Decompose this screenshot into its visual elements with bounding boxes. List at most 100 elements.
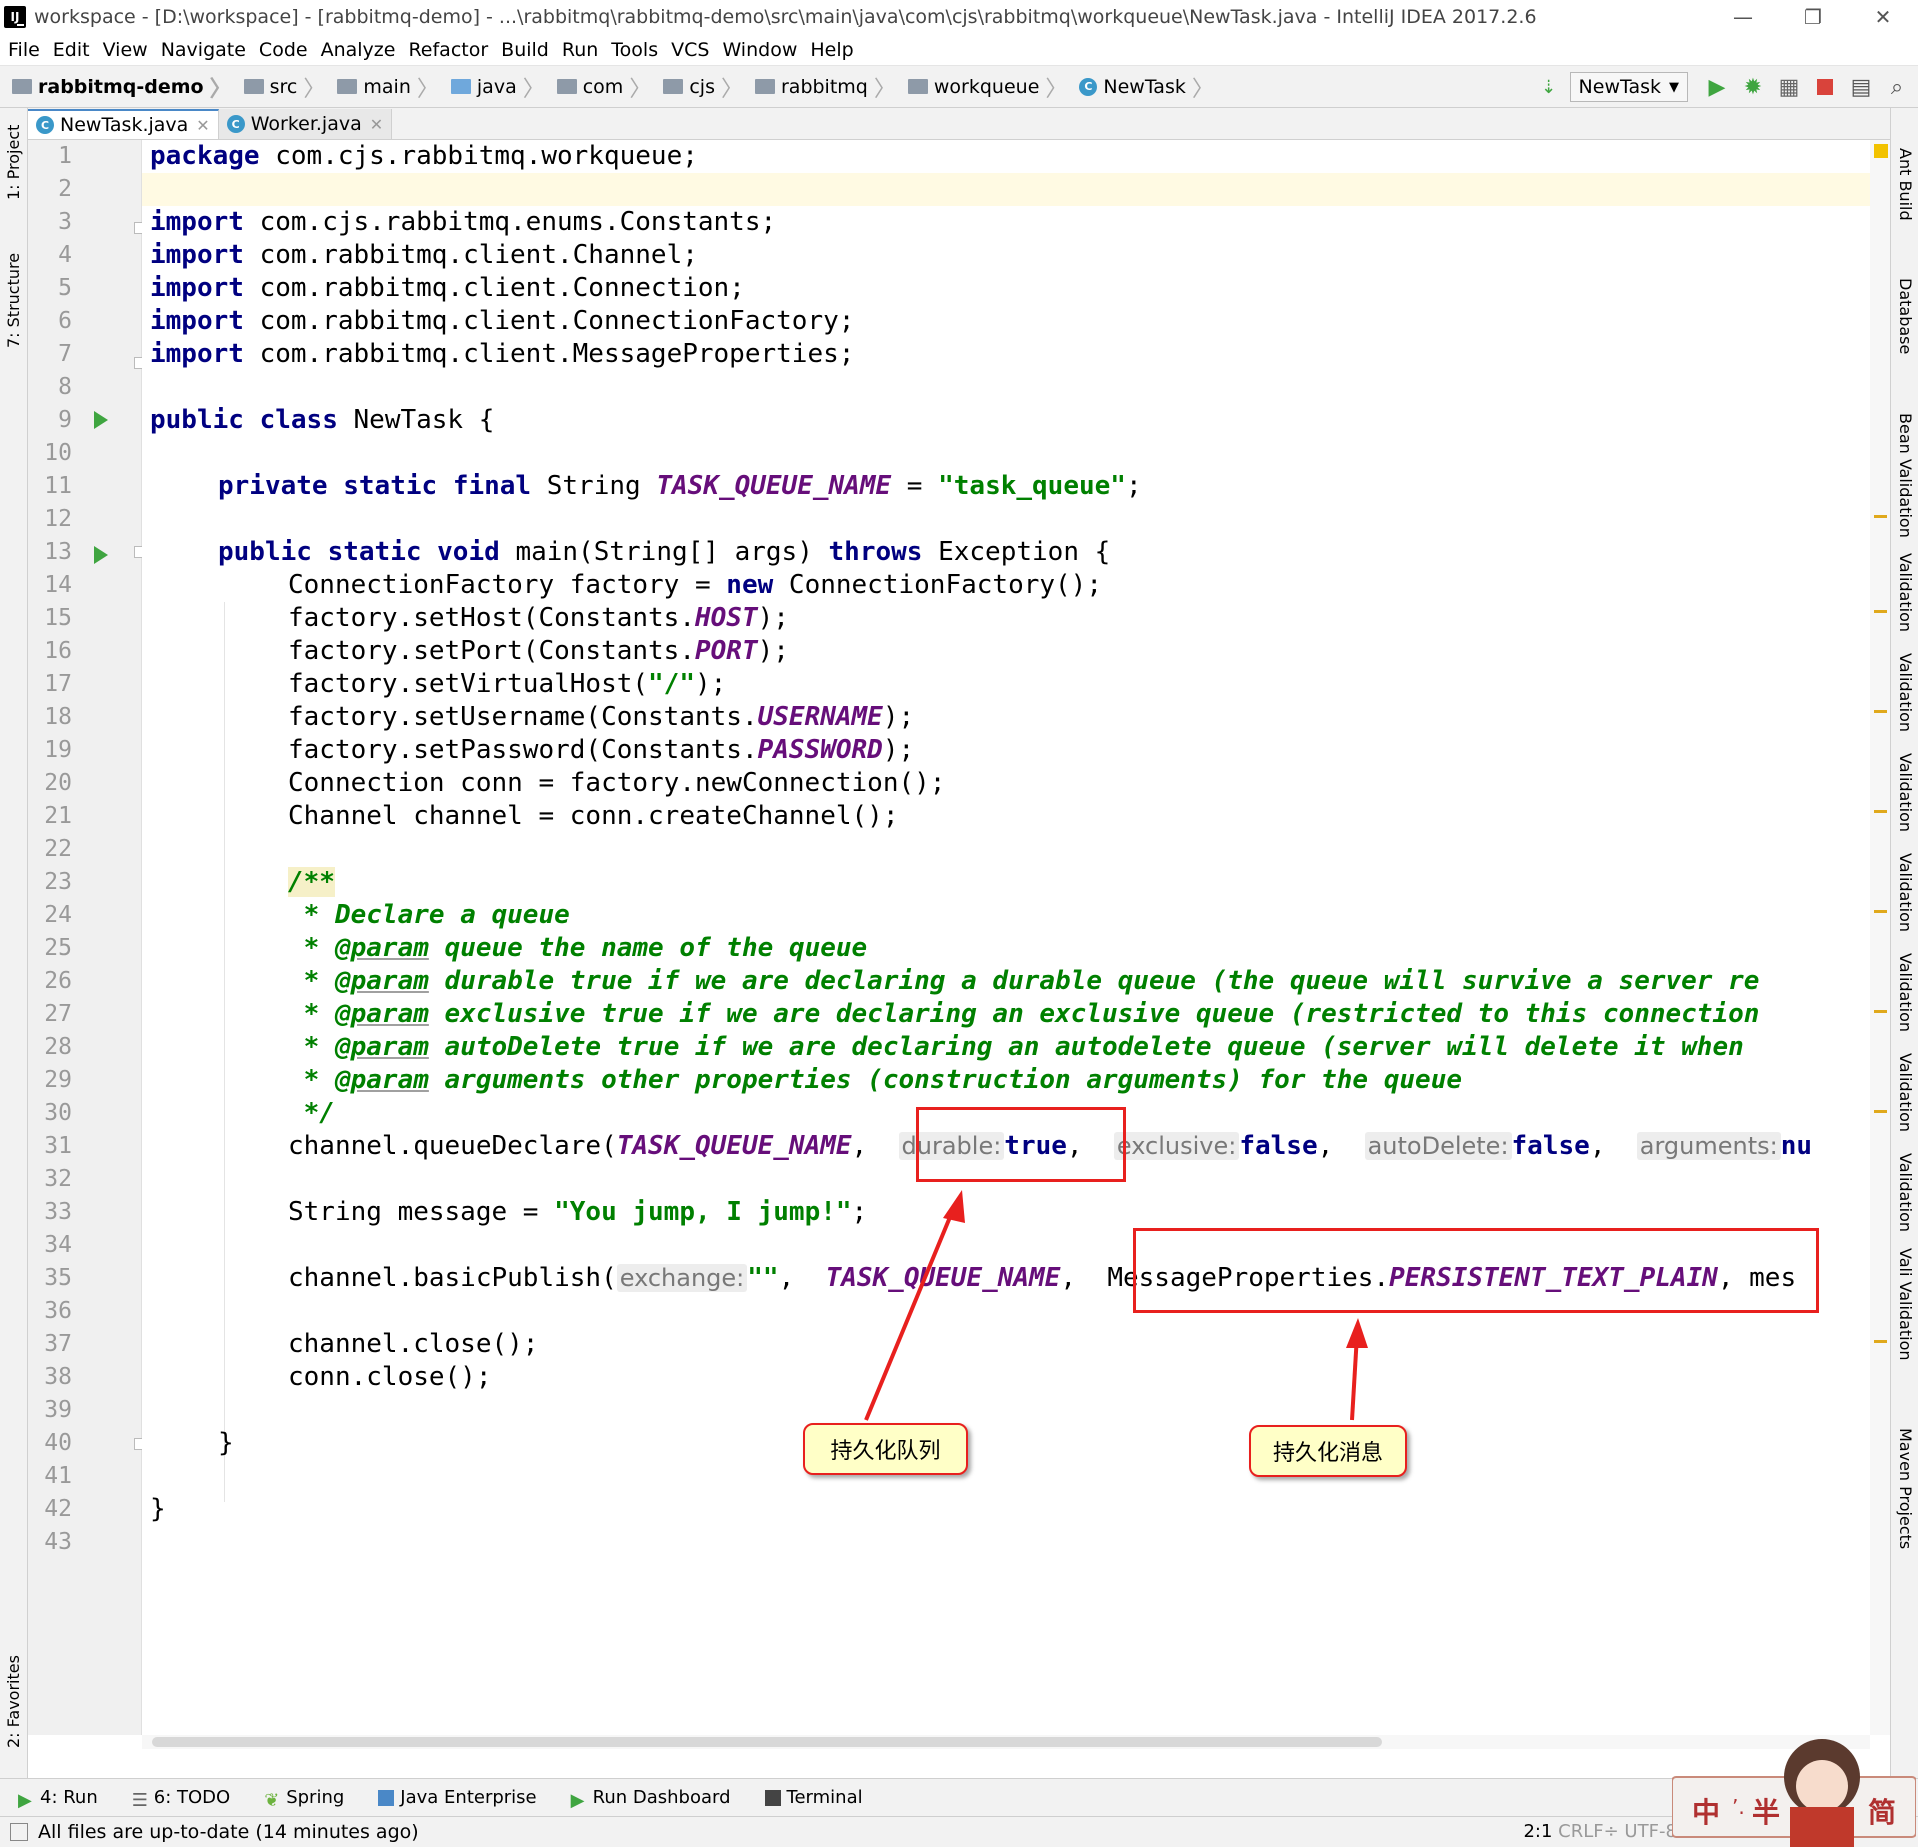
horizontal-scrollbar[interactable] [142, 1735, 1870, 1749]
tool-window-validation-4[interactable]: Validation [1896, 853, 1915, 933]
warning-marker[interactable] [1874, 1010, 1887, 1013]
line-number[interactable]: 26 [44, 968, 72, 994]
tool-window-bean-validation[interactable]: Bean Validation [1896, 413, 1915, 538]
menu-file[interactable]: File [8, 38, 40, 61]
tool-window-structure[interactable]: 7: Structure [4, 252, 23, 348]
tool-window-validation-3[interactable]: Validation [1896, 753, 1915, 833]
warning-marker[interactable] [1874, 515, 1887, 518]
tool-window-terminal[interactable]: Terminal [764, 1787, 863, 1808]
project-structure-button[interactable]: ▤ [1846, 72, 1876, 102]
line-number[interactable]: 35 [44, 1265, 72, 1291]
line-number[interactable]: 6 [58, 308, 72, 334]
cursor-position[interactable]: 2:1 CRLF÷ UTF-8÷ [1523, 1821, 1692, 1842]
debug-button[interactable]: ✹ [1738, 72, 1768, 102]
warning-marker[interactable] [1874, 710, 1887, 713]
breadcrumb-cjs[interactable]: cjs〉 [651, 66, 743, 108]
scrollbar-thumb[interactable] [152, 1737, 1382, 1747]
coverage-button[interactable]: ▦ [1774, 72, 1804, 102]
tool-window-ant-build[interactable]: Ant Build [1896, 148, 1915, 221]
line-number[interactable]: 1 [58, 143, 72, 169]
run-configuration-select[interactable]: NewTask ▼ [1569, 72, 1688, 102]
tool-window-database[interactable]: Database [1896, 278, 1915, 355]
line-number[interactable]: 16 [44, 638, 72, 664]
tool-window-project[interactable]: 1: Project [4, 124, 23, 200]
tool-window-spring[interactable]: ❦Spring [264, 1787, 345, 1811]
line-number[interactable]: 43 [44, 1529, 72, 1555]
tool-window-todo[interactable]: ☰6: TODO [131, 1787, 231, 1811]
menu-code[interactable]: Code [258, 38, 308, 61]
line-number[interactable]: 8 [58, 374, 72, 400]
menu-build[interactable]: Build [501, 38, 549, 61]
sort-icon[interactable]: ⇣ [1541, 76, 1557, 98]
line-number[interactable]: 27 [44, 1001, 72, 1027]
line-number[interactable]: 9 [58, 407, 72, 433]
close-tab-icon[interactable]: ✕ [369, 114, 384, 134]
menu-help[interactable]: Help [810, 38, 854, 61]
menu-navigate[interactable]: Navigate [160, 38, 246, 61]
line-number[interactable]: 15 [44, 605, 72, 631]
line-number[interactable]: 10 [44, 440, 72, 466]
line-number[interactable]: 4 [58, 242, 72, 268]
line-number[interactable]: 32 [44, 1166, 72, 1192]
line-number[interactable]: 33 [44, 1199, 72, 1225]
tool-window-validation-7[interactable]: Validation [1896, 1153, 1915, 1233]
line-number[interactable]: 22 [44, 836, 72, 862]
warning-marker[interactable] [1874, 610, 1887, 613]
line-number[interactable]: 24 [44, 902, 72, 928]
warning-marker[interactable] [1874, 1110, 1887, 1113]
line-number[interactable]: 42 [44, 1496, 72, 1522]
error-stripe[interactable] [1870, 140, 1890, 1735]
line-number[interactable]: 28 [44, 1034, 72, 1060]
breadcrumb-workqueue[interactable]: workqueue〉 [896, 66, 1067, 108]
menu-view[interactable]: View [102, 38, 148, 61]
breadcrumb-main[interactable]: main〉 [325, 66, 439, 108]
tab-worker[interactable]: C Worker.java ✕ [218, 109, 393, 139]
run-main-icon[interactable] [94, 546, 108, 564]
tool-window-validation-6[interactable]: Validation [1896, 1053, 1915, 1133]
encoding-info[interactable]: CRLF÷ UTF-8÷ [1558, 1821, 1692, 1842]
line-number[interactable]: 39 [44, 1397, 72, 1423]
breadcrumb-rabbitmq[interactable]: rabbitmq〉 [743, 66, 896, 108]
line-number[interactable]: 12 [44, 506, 72, 532]
line-number[interactable]: 19 [44, 737, 72, 763]
tool-window-validation-5[interactable]: Validation [1896, 953, 1915, 1033]
menu-tools[interactable]: Tools [611, 38, 659, 61]
tool-window-validation-8[interactable]: Vali Validation [1896, 1248, 1915, 1361]
line-number[interactable]: 38 [44, 1364, 72, 1390]
line-number[interactable]: 2 [58, 176, 72, 202]
tool-window-favorites[interactable]: 2: Favorites [4, 1655, 23, 1748]
line-number[interactable]: 11 [44, 473, 72, 499]
line-number[interactable]: 25 [44, 935, 72, 961]
line-number[interactable]: 20 [44, 770, 72, 796]
line-number[interactable]: 31 [44, 1133, 72, 1159]
tool-windows-toggle-icon[interactable] [10, 1823, 28, 1841]
tool-window-java-enterprise[interactable]: Java Enterprise [378, 1787, 537, 1808]
breadcrumb-src[interactable]: src〉 [232, 66, 325, 108]
line-number[interactable]: 41 [44, 1463, 72, 1489]
line-number[interactable]: 21 [44, 803, 72, 829]
line-number[interactable]: 29 [44, 1067, 72, 1093]
run-class-icon[interactable] [94, 411, 108, 429]
menu-refactor[interactable]: Refactor [408, 38, 489, 61]
menu-run[interactable]: Run [561, 38, 599, 61]
menu-edit[interactable]: Edit [52, 38, 90, 61]
stop-button[interactable] [1810, 72, 1840, 102]
menu-analyze[interactable]: Analyze [320, 38, 396, 61]
line-number[interactable]: 13 [44, 539, 72, 565]
line-number[interactable]: 3 [58, 209, 72, 235]
line-number[interactable]: 34 [44, 1232, 72, 1258]
tool-window-validation-1[interactable]: Validation [1896, 553, 1915, 633]
line-number[interactable]: 7 [58, 341, 72, 367]
menu-vcs[interactable]: VCS [671, 38, 710, 61]
line-number[interactable]: 40 [44, 1430, 72, 1456]
tool-window-maven-projects[interactable]: Maven Projects [1896, 1428, 1915, 1550]
minimize-button[interactable]: — [1708, 0, 1778, 34]
line-number[interactable]: 5 [58, 275, 72, 301]
run-button[interactable]: ▶ [1702, 72, 1732, 102]
warning-marker[interactable] [1874, 910, 1887, 913]
tool-window-run-dashboard[interactable]: ▶Run Dashboard [570, 1787, 731, 1811]
line-number[interactable]: 17 [44, 671, 72, 697]
close-tab-icon[interactable]: ✕ [196, 115, 210, 135]
